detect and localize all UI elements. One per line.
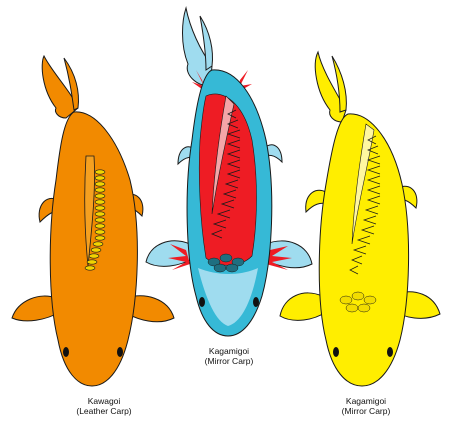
kagamigoi-right-left-pectoral-fin <box>280 293 326 320</box>
kawagoi-caption: Kawagoi (Leather Carp) <box>54 396 154 416</box>
kagamigoi-center-fish <box>146 8 312 336</box>
kagamigoi-right-subtitle: (Mirror Carp) <box>316 406 416 416</box>
kagamigoi-right-caption: Kagamigoi (Mirror Carp) <box>316 396 416 416</box>
kagamigoi-center-subtitle: (Mirror Carp) <box>179 356 279 366</box>
kawagoi-left-eye <box>63 347 69 357</box>
kagamigoi-center-right-eye <box>253 297 259 307</box>
kagamigoi-right-fish <box>280 52 440 386</box>
kagamigoi-center-caption: Kagamigoi (Mirror Carp) <box>179 346 279 366</box>
kawagoi-subtitle: (Leather Carp) <box>54 406 154 416</box>
kagamigoi-center-left-eye <box>199 297 205 307</box>
kagamigoi-center-name: Kagamigoi <box>179 346 279 356</box>
kagamigoi-right-name: Kagamigoi <box>316 396 416 406</box>
kawagoi-name: Kawagoi <box>54 396 154 406</box>
kagamigoi-right-right-eye <box>387 347 393 357</box>
kawagoi-fish <box>12 56 174 386</box>
kagamigoi-right-left-eye <box>333 347 339 357</box>
kawagoi-right-eye <box>117 347 123 357</box>
